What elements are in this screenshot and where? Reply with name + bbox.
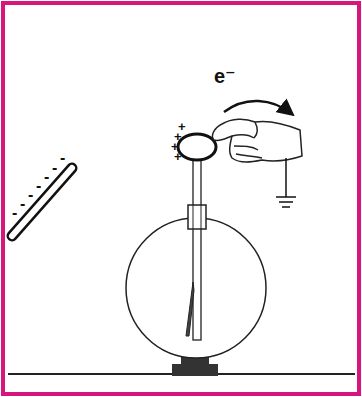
metal-knob: [178, 134, 216, 160]
hand: [212, 119, 302, 162]
negative-charge: -: [44, 169, 49, 185]
negative-charge: -: [36, 178, 41, 194]
ground-symbol: [276, 158, 296, 207]
insulator-collar: [188, 205, 206, 229]
electron-flow-arrow: [224, 101, 292, 114]
negative-charge: -: [20, 196, 25, 212]
negative-charge: -: [28, 187, 33, 203]
negative-charge: -: [60, 150, 65, 166]
stand-base: [172, 364, 218, 376]
metal-stem: [193, 158, 201, 340]
frame-border: [3, 3, 359, 394]
electron-label: e⁻: [214, 66, 236, 86]
negative-charge: -: [12, 205, 17, 221]
charged-rod: [12, 168, 72, 236]
negative-charge: -: [52, 160, 57, 176]
gold-leaf: [186, 282, 194, 336]
positive-charge: +: [174, 150, 182, 163]
